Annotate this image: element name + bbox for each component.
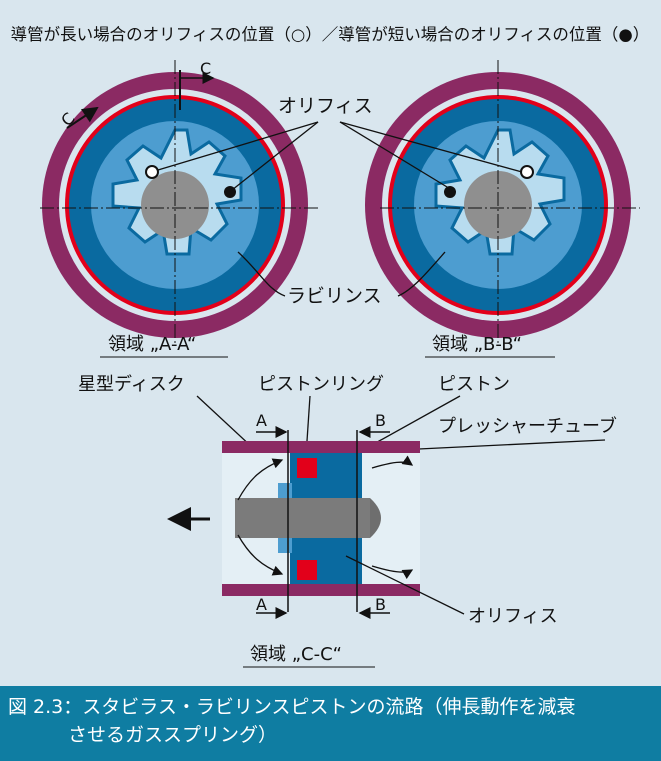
section-b-b	[365, 60, 640, 345]
piston-label: ピストン	[438, 374, 510, 395]
pressure-tube-wall-bottom	[222, 584, 420, 596]
orifice-leaders	[157, 121, 523, 191]
star-disc-label: 星型ディスク	[78, 374, 185, 395]
region-b-b-label: 領域 „B-B“	[432, 334, 522, 355]
region-a-a-label: 領域 „A-A“	[108, 334, 196, 355]
section-a-top-label: A	[256, 411, 267, 430]
piston-ring-top	[297, 458, 317, 478]
section-b-bottom-label: B	[375, 595, 386, 614]
section-c-c	[222, 430, 420, 612]
caption-line-1: 図 2.3：スタビラス・ラビリンスピストンの流路（伸長動作を減衰	[8, 696, 576, 718]
diagram-canvas: 導管が長い場合のオリフィスの位置（○）／導管が短い場合のオリフィスの位置（●） …	[11, 25, 650, 668]
section-a-a	[40, 60, 318, 345]
region-c-c-label: 領域 „C-C“	[250, 644, 342, 665]
orifice-top-label: オリフィス	[278, 95, 373, 117]
figure-caption: 図 2.3：スタビラス・ラビリンスピストンの流路（伸長動作を減衰 させるガススプ…	[0, 686, 661, 761]
orifice-filled-circle	[444, 186, 456, 198]
orifice-bottom-label: オリフィス	[468, 606, 558, 627]
labyrinth-leaders	[237, 251, 446, 297]
section-c-label-top: C	[200, 59, 211, 78]
orifice-open-circle	[145, 165, 159, 179]
orifice-open-circle	[520, 165, 534, 179]
caption-line-2: させるガススプリング）	[68, 724, 278, 746]
pressure-tube-wall-top	[222, 441, 420, 453]
labyrinth-label: ラビリンス	[287, 285, 382, 307]
section-b-top-label: B	[375, 411, 386, 430]
pressure-tube-label: プレッシャーチューブ	[438, 415, 617, 437]
section-a-bottom-label: A	[256, 595, 267, 614]
piston-ring-label: ピストンリング	[258, 374, 384, 395]
piston-ring-bottom	[297, 560, 317, 580]
piston-rod	[235, 498, 370, 538]
figure-title: 導管が長い場合のオリフィスの位置（○）／導管が短い場合のオリフィスの位置（●）	[11, 25, 650, 44]
